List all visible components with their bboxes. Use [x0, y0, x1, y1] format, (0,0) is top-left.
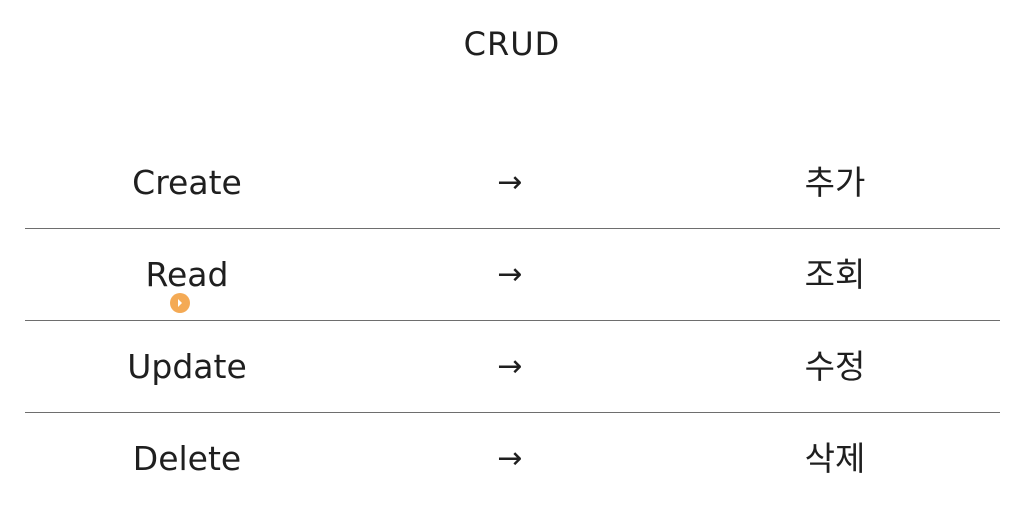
right-arrow-icon: → [497, 165, 523, 200]
table-row-delete: Delete → 삭제 [25, 413, 1000, 505]
right-arrow-icon: → [497, 257, 523, 292]
operation-english: Create [132, 163, 242, 202]
crud-table: Create → 추가 Read → 조회 Update → 수정 Delete… [25, 137, 1000, 505]
mouse-cursor-icon [170, 293, 190, 313]
operation-english: Update [127, 347, 247, 386]
right-arrow-icon: → [497, 349, 523, 384]
operation-english: Read [145, 255, 229, 294]
operation-korean: 수정 [804, 347, 866, 386]
table-row-create: Create → 추가 [25, 137, 1000, 229]
right-arrow-icon: → [497, 441, 523, 476]
table-row-read: Read → 조회 [25, 229, 1000, 321]
table-row-update: Update → 수정 [25, 321, 1000, 413]
page-title: CRUD [463, 25, 561, 63]
operation-korean: 추가 [804, 163, 866, 202]
operation-english: Delete [132, 439, 242, 478]
operation-korean: 삭제 [804, 439, 866, 478]
operation-korean: 조회 [804, 255, 866, 294]
